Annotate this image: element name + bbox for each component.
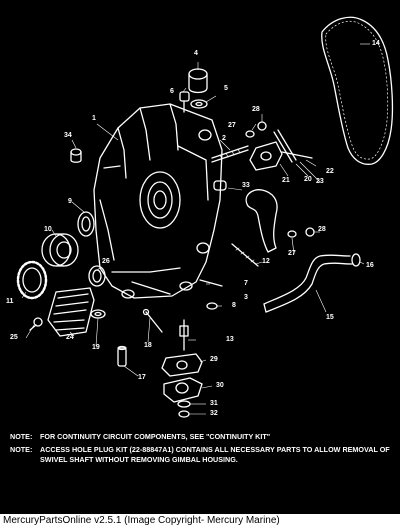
bolt-part — [199, 279, 223, 287]
callout-7: 7 — [244, 280, 248, 287]
gasket-plate-part — [161, 353, 203, 377]
bearing-part — [41, 233, 79, 267]
callout-19: 19 — [92, 344, 100, 351]
note-label: NOTE: — [10, 432, 33, 441]
callout-14: 14 — [372, 40, 380, 47]
note-text: ACCESS HOLE PLUG KIT (22-88847A1) CONTAI… — [40, 445, 390, 464]
gasket-part — [321, 16, 394, 165]
callout-25: 25 — [10, 334, 18, 341]
callout-15: 15 — [326, 314, 334, 321]
callout-1: 1 — [92, 115, 96, 122]
plug-part — [70, 148, 82, 163]
callout-31: 31 — [210, 400, 218, 407]
retaining-ring-part — [88, 265, 106, 287]
washer-part — [287, 230, 297, 238]
callout-16: 16 — [366, 262, 374, 269]
callout-9: 9 — [68, 198, 72, 205]
parts-diagram — [16, 16, 394, 418]
screw-part — [257, 121, 267, 131]
callout-34: 34 — [64, 132, 72, 139]
screw-part — [281, 151, 313, 159]
gear-part — [16, 260, 48, 300]
callout-11: 11 — [6, 298, 14, 305]
screw-part — [305, 227, 315, 237]
callout-20: 20 — [304, 176, 312, 183]
notes-block: NOTE: FOR CONTINUITY CIRCUIT COMPONENTS,… — [10, 432, 395, 465]
seal-part — [245, 189, 278, 253]
clamp-part — [351, 253, 361, 267]
hose-part — [263, 254, 353, 313]
callout-24: 24 — [66, 334, 74, 341]
callout-30: 30 — [216, 382, 224, 389]
callout-28-top: 28 — [252, 106, 260, 113]
note-access-hole: NOTE: ACCESS HOLE PLUG KIT (22-88847A1) … — [10, 445, 395, 465]
callout-5: 5 — [224, 85, 228, 92]
callout-29: 29 — [210, 356, 218, 363]
ring-part — [77, 211, 95, 237]
sleeve-part — [117, 345, 127, 367]
callout-12: 12 — [262, 258, 270, 265]
pin-part — [145, 311, 163, 333]
callout-32: 32 — [210, 410, 218, 417]
callout-28-bottom: 28 — [318, 226, 326, 233]
callout-13: 13 — [226, 336, 234, 343]
callout-22: 22 — [326, 168, 334, 175]
note-text: FOR CONTINUITY CIRCUIT COMPONENTS, SEE "… — [40, 432, 271, 441]
gimbal-housing — [93, 103, 223, 299]
cap-part — [188, 68, 208, 94]
bushing-part — [213, 180, 227, 191]
note-label: NOTE: — [10, 445, 33, 454]
callout-27-bottom: 27 — [288, 250, 296, 257]
callout-33: 33 — [242, 182, 250, 189]
callout-17: 17 — [138, 374, 146, 381]
washer-part — [245, 130, 255, 138]
note-continuity: NOTE: FOR CONTINUITY CIRCUIT COMPONENTS,… — [10, 432, 395, 442]
plate-part — [249, 141, 283, 171]
callout-21: 21 — [282, 177, 290, 184]
callout-18: 18 — [144, 342, 152, 349]
clamp-part — [29, 317, 43, 331]
fitting-part — [179, 91, 190, 113]
stud-part — [211, 145, 249, 163]
callout-27-top: 27 — [228, 122, 236, 129]
stud-part — [231, 243, 259, 267]
callout-8: 8 — [232, 302, 236, 309]
mount-part — [163, 377, 203, 403]
bellows-part — [47, 287, 95, 337]
callout-23: 23 — [316, 178, 324, 185]
callout-2: 2 — [222, 135, 226, 142]
nut-part — [178, 410, 190, 418]
washer-part — [177, 400, 191, 408]
copyright-footer: MercuryPartsOnline v2.5.1 (Image Copyrig… — [0, 514, 400, 528]
callout-10: 10 — [44, 226, 52, 233]
washer-part — [90, 309, 106, 319]
callout-4: 4 — [194, 50, 198, 57]
callout-26: 26 — [102, 258, 110, 265]
nut-part — [206, 302, 218, 310]
callout-6: 6 — [170, 88, 174, 95]
washer-part — [190, 99, 208, 109]
callout-3: 3 — [244, 294, 248, 301]
shaft-part — [273, 131, 293, 163]
